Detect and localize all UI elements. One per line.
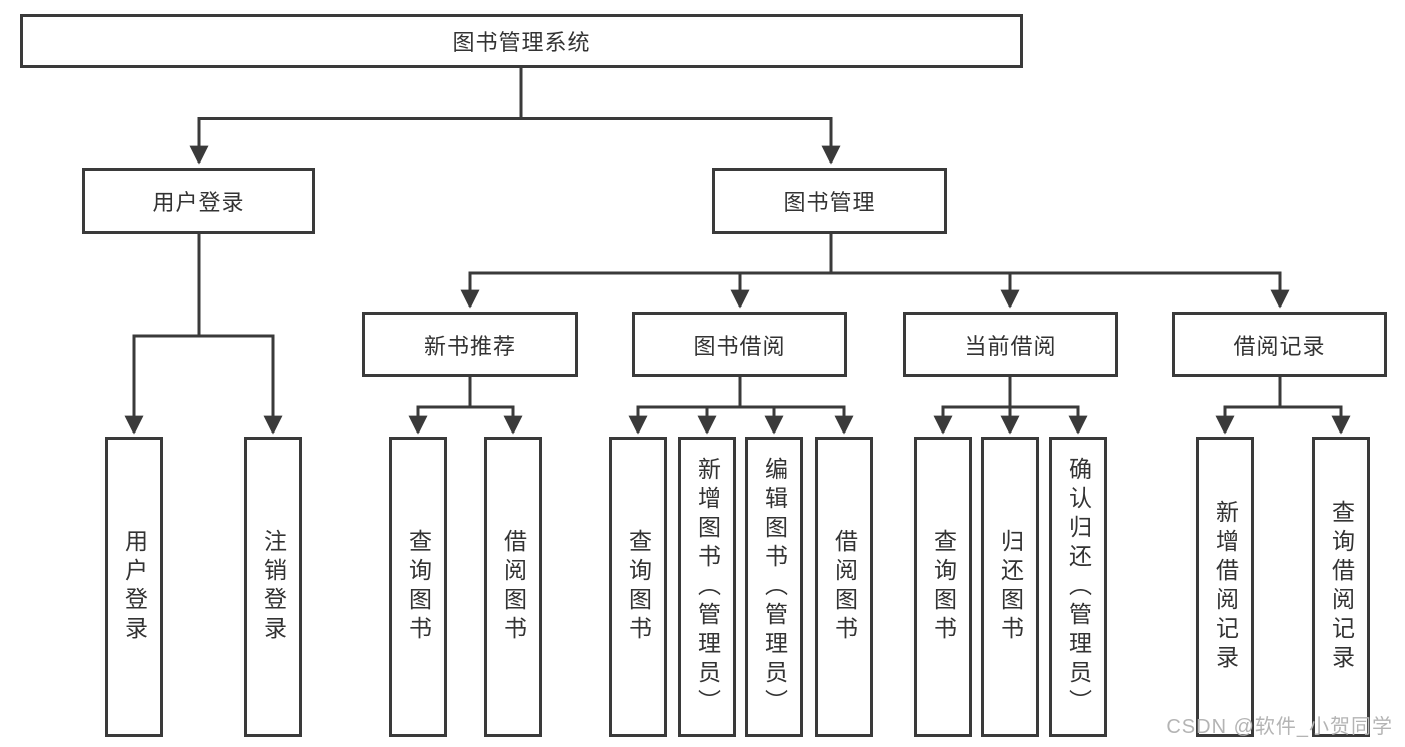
leaf-query-books-borrow: 查询图书 — [609, 437, 667, 737]
leaf-user-login-label: 用户登录 — [121, 529, 148, 645]
node-current-borrowing: 当前借阅 — [903, 312, 1118, 377]
leaf-borrow-books-recommend-label: 借阅图书 — [500, 529, 527, 645]
node-borrowing-records: 借阅记录 — [1172, 312, 1387, 377]
leaf-add-books-admin-label: 新增图书（管理员） — [694, 456, 721, 718]
leaf-add-books-admin: 新增图书（管理员） — [678, 437, 736, 737]
leaf-query-books-recommend-label: 查询图书 — [405, 529, 432, 645]
leaf-query-books-current: 查询图书 — [914, 437, 972, 737]
leaf-add-borrow-record-label: 新增借阅记录 — [1212, 500, 1239, 674]
node-book-borrowing: 图书借阅 — [632, 312, 847, 377]
leaf-add-borrow-record: 新增借阅记录 — [1196, 437, 1254, 737]
leaf-edit-books-admin: 编辑图书（管理员） — [745, 437, 803, 737]
leaf-borrow-books: 借阅图书 — [815, 437, 873, 737]
leaf-query-books-recommend: 查询图书 — [389, 437, 447, 737]
leaf-edit-books-admin-label: 编辑图书（管理员） — [761, 456, 788, 718]
node-user-login: 用户登录 — [82, 168, 315, 234]
leaf-user-login: 用户登录 — [105, 437, 163, 737]
leaf-confirm-return-admin-label: 确认归还（管理员） — [1065, 456, 1092, 718]
leaf-logout-login-label: 注销登录 — [260, 529, 287, 645]
leaf-query-books-borrow-label: 查询图书 — [625, 529, 652, 645]
leaf-logout-login: 注销登录 — [244, 437, 302, 737]
leaf-borrow-books-recommend: 借阅图书 — [484, 437, 542, 737]
leaf-return-books: 归还图书 — [981, 437, 1039, 737]
watermark: CSDN @软件_小贺同学 — [1166, 716, 1393, 738]
leaf-query-books-current-label: 查询图书 — [930, 529, 957, 645]
node-library-management-system: 图书管理系统 — [20, 14, 1023, 68]
leaf-confirm-return-admin: 确认归还（管理员） — [1049, 437, 1107, 737]
leaf-borrow-books-label: 借阅图书 — [831, 529, 858, 645]
leaf-return-books-label: 归还图书 — [997, 529, 1024, 645]
node-new-book-recommendation: 新书推荐 — [362, 312, 578, 377]
leaf-query-borrow-record-label: 查询借阅记录 — [1328, 500, 1355, 674]
leaf-query-borrow-record: 查询借阅记录 — [1312, 437, 1370, 737]
node-book-management: 图书管理 — [712, 168, 947, 234]
